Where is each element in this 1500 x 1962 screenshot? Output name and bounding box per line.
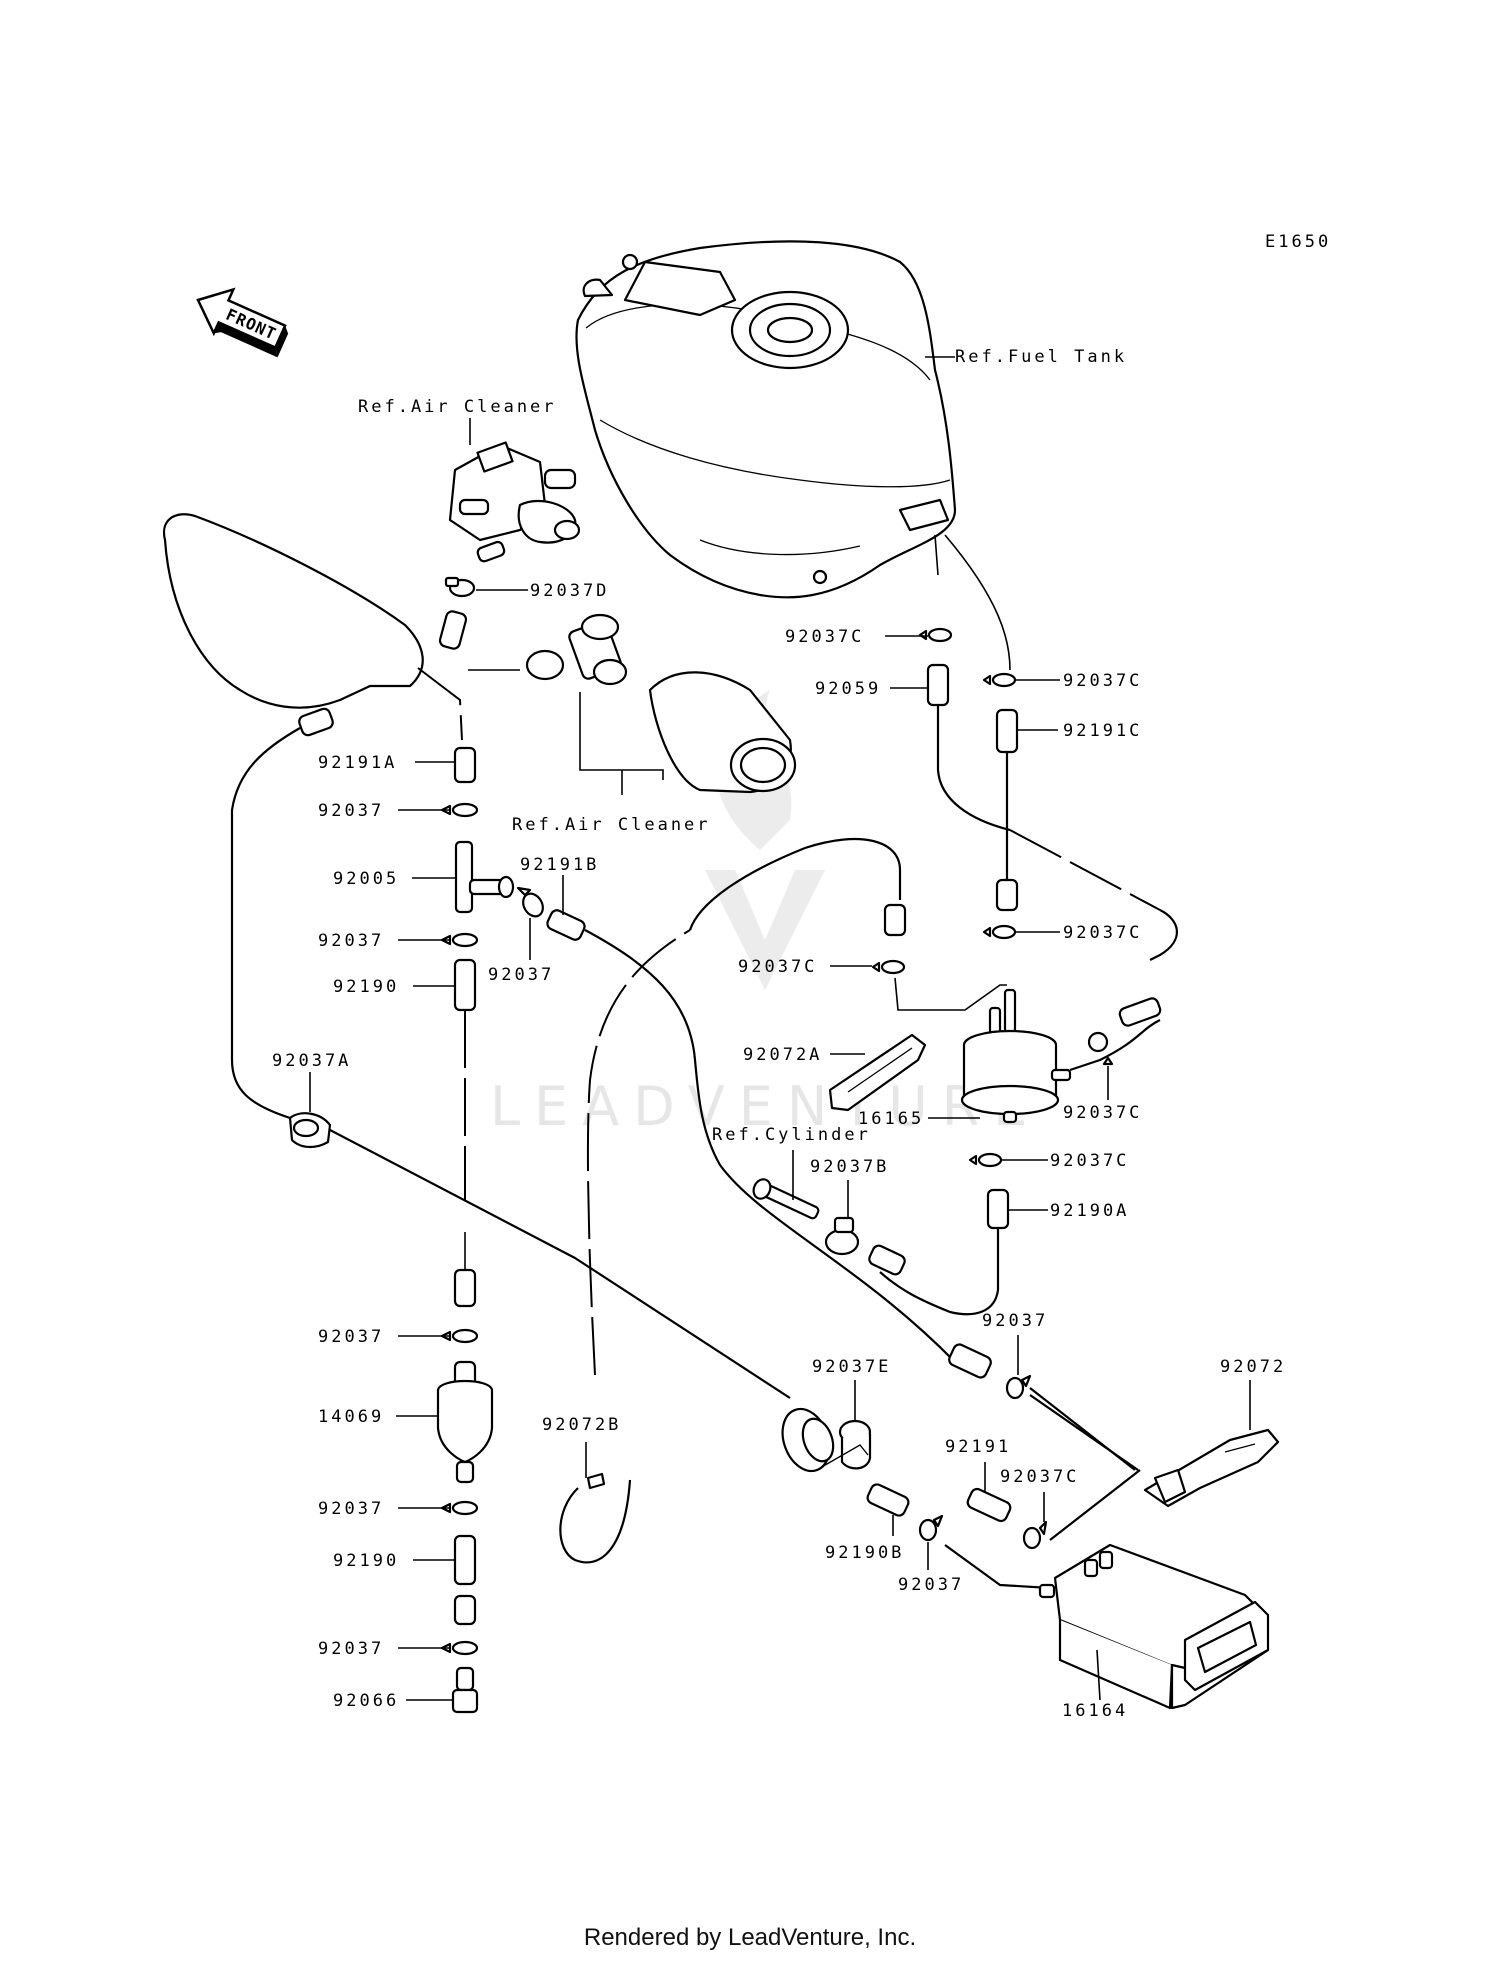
hose-lower-left	[453, 1268, 477, 1308]
label-92072: 92072	[1220, 1357, 1286, 1377]
label-92037E: 92037E	[812, 1357, 891, 1377]
label-92037-d: 92037	[318, 1499, 384, 1519]
hose-92059	[926, 663, 950, 707]
plug-92066	[451, 1666, 479, 1714]
ref-fuel-tank-label: Ref.Fuel Tank	[955, 347, 1127, 367]
clamp-92037-a	[440, 802, 479, 818]
label-92037C-a: 92037C	[785, 627, 864, 647]
ref-cylinder-label: Ref.Cylinder	[712, 1125, 871, 1145]
label-92037C-c: 92037C	[1063, 923, 1142, 943]
hose-92190A	[986, 1188, 1010, 1230]
clamp-92037A	[288, 1112, 332, 1149]
clamp-92037C-e	[1087, 1031, 1114, 1066]
label-92191C: 92191C	[1063, 721, 1142, 741]
label-92191A: 92191A	[318, 753, 397, 773]
hose-upper-right	[995, 878, 1019, 912]
label-92037-near-92191B: 92037	[488, 965, 554, 985]
watermark-text: LEADVENTURE	[490, 1075, 1041, 1138]
label-16164: 16164	[1062, 1701, 1128, 1721]
hose-92037-right	[948, 1343, 992, 1379]
canister-16164	[1038, 1543, 1270, 1710]
hose-pump-outlet	[1118, 997, 1162, 1027]
clamp-92037C-b	[982, 672, 1017, 688]
clamp-92037C-c	[982, 924, 1017, 940]
hose-92190-a	[453, 958, 477, 1012]
clamp-92037B	[824, 1216, 860, 1256]
tee-fitting-92005	[454, 840, 515, 914]
diagram-code: E1650	[1265, 232, 1331, 252]
clamp-92037C-a	[918, 627, 953, 643]
label-92059: 92059	[815, 679, 881, 699]
label-14069: 14069	[318, 1407, 384, 1427]
label-92037A: 92037A	[272, 1051, 351, 1071]
hose-end	[298, 707, 334, 737]
label-92037C-g: 92037C	[1000, 1467, 1079, 1487]
clamp-92037-f	[1005, 1374, 1032, 1400]
label-92190-a: 92190	[333, 977, 399, 997]
watermark: LEADVENTURE	[490, 690, 1041, 1138]
front-arrow-icon: FRONT	[196, 287, 289, 358]
label-92037-f: 92037	[982, 1311, 1048, 1331]
label-92072B: 92072B	[542, 1415, 621, 1435]
bracket-92072	[1143, 1428, 1280, 1508]
clamp-92037-near-92191B	[516, 886, 544, 918]
clamp-92037-g	[918, 1514, 944, 1542]
hose-left-main	[230, 727, 301, 1120]
hose-92191B-run	[584, 929, 956, 1363]
label-92190-b: 92190	[333, 1551, 399, 1571]
t-joint	[525, 613, 628, 686]
bracket-92072A	[828, 1033, 927, 1112]
label-92037-g: 92037	[898, 1575, 964, 1595]
hose-loop-left	[162, 513, 424, 709]
label-92037C-e: 92037C	[1063, 1103, 1142, 1123]
label-92190B: 92190B	[825, 1543, 904, 1563]
hose-92191C	[995, 708, 1019, 754]
hose-92191	[966, 1487, 1012, 1523]
ref-air-cleaner-mid-label: Ref.Air Cleaner	[512, 815, 711, 835]
label-92037-c: 92037	[318, 1327, 384, 1347]
label-92191B: 92191B	[520, 855, 599, 875]
hose-short	[453, 1594, 477, 1626]
hose-92191A	[453, 746, 477, 784]
label-92037-e: 92037	[318, 1639, 384, 1659]
label-92037C-d: 92037C	[738, 957, 817, 977]
label-92191: 92191	[945, 1437, 1011, 1457]
clamp-92037C-f	[968, 1152, 1003, 1168]
label-92037-b: 92037	[318, 931, 384, 951]
label-92190A: 92190A	[1050, 1201, 1129, 1221]
label-92005: 92005	[333, 869, 399, 889]
label-92037D: 92037D	[530, 581, 609, 601]
footer-credit: Rendered by LeadVenture, Inc.	[583, 1924, 917, 1951]
label-92066: 92066	[333, 1691, 399, 1711]
label-92037-a: 92037	[318, 801, 384, 821]
band-92072B	[559, 1472, 632, 1564]
hose-92191B	[546, 909, 586, 941]
clamp-92037C-g	[1022, 1520, 1048, 1550]
hose-92190-b	[453, 1534, 477, 1586]
ref-air-cleaner-top-label: Ref.Air Cleaner	[358, 397, 557, 417]
fuel-filter-14069	[436, 1360, 494, 1484]
hose-92190B	[866, 1483, 910, 1517]
hose-diagonal-main	[329, 1129, 791, 1399]
fuel-tank	[575, 240, 957, 599]
hose-segment	[438, 610, 468, 650]
air-cleaner-valve	[448, 418, 581, 563]
label-92072A: 92072A	[743, 1045, 822, 1065]
hose-cylinder	[868, 1244, 906, 1276]
fitting-92037E	[781, 1407, 872, 1473]
label-92037C-f: 92037C	[1050, 1151, 1129, 1171]
label-92037C-b: 92037C	[1063, 671, 1142, 691]
cylinder-fitting	[752, 1150, 820, 1220]
label-16165: 16165	[858, 1109, 924, 1129]
hose-92037C-d	[883, 903, 907, 937]
air-cleaner-snorkel	[648, 671, 797, 794]
label-92037B: 92037B	[810, 1157, 889, 1177]
clamp-92037C-d	[871, 959, 906, 975]
clamp-92037D	[444, 576, 476, 598]
fuel-pump-16165	[960, 988, 1072, 1124]
